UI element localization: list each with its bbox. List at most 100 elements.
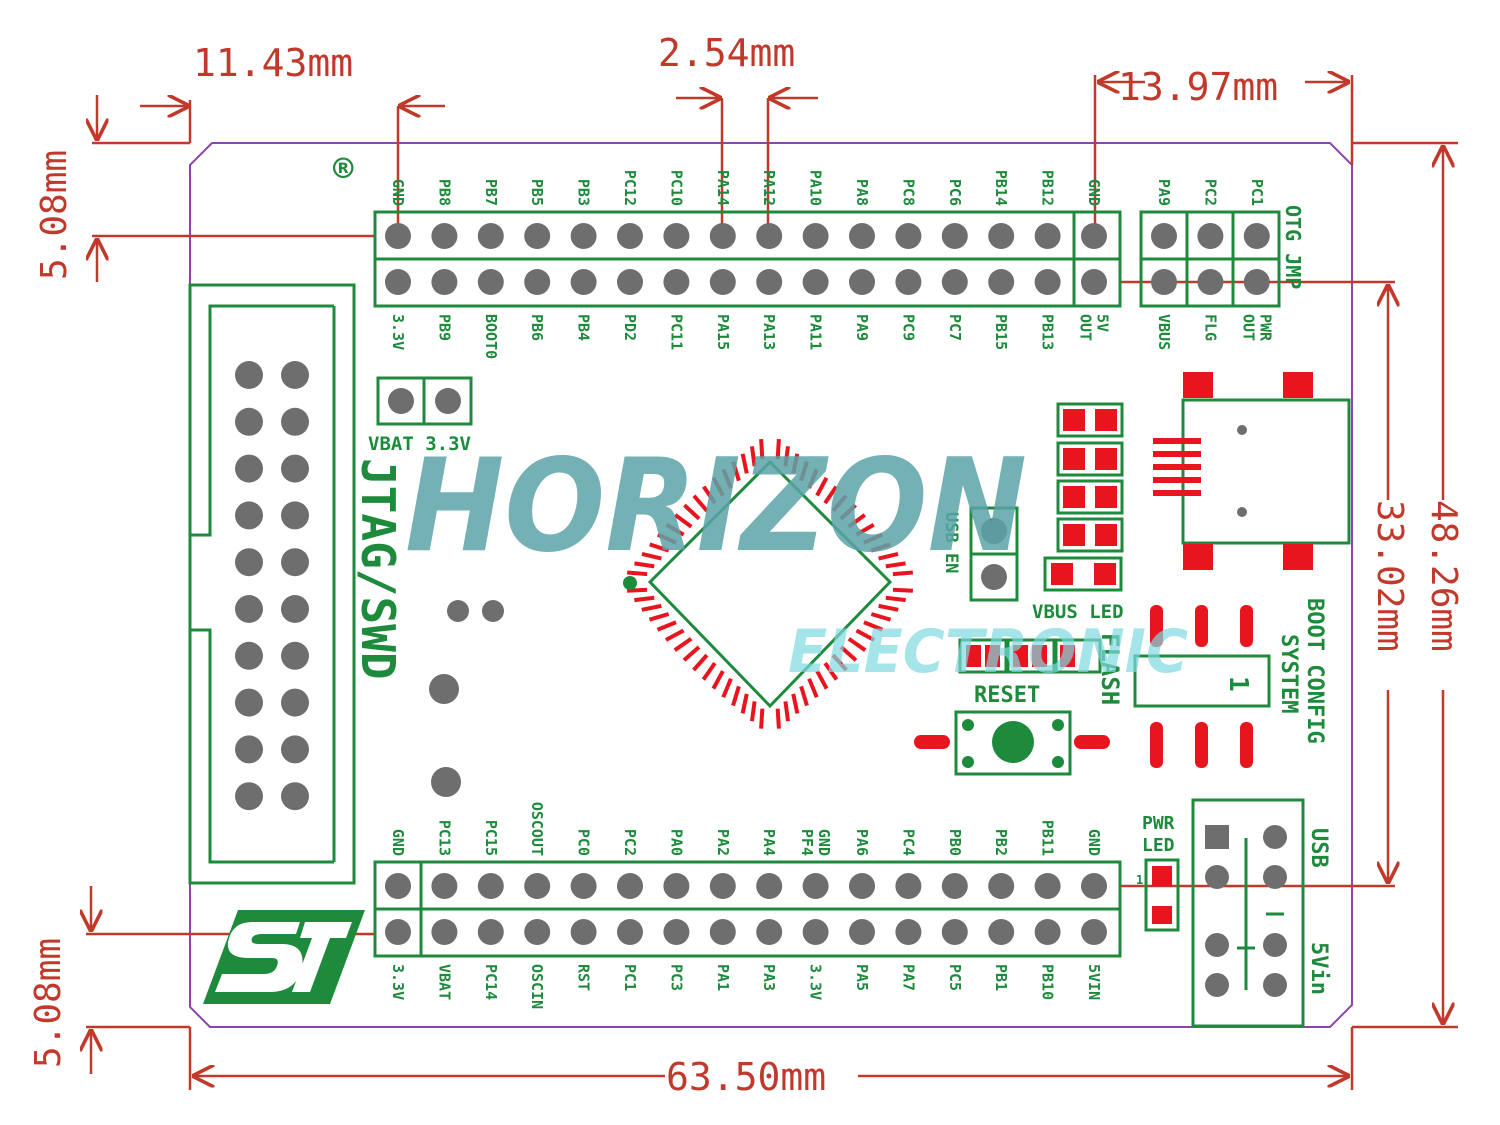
smd-pad — [1063, 448, 1085, 470]
pin-label: OUT — [1239, 314, 1257, 341]
mcu-lead — [692, 653, 709, 672]
header-pad — [802, 873, 829, 899]
pin-label: PA1 — [714, 964, 732, 991]
pin-label: PB15 — [992, 314, 1010, 350]
jtag-pad — [235, 782, 263, 811]
header-pad — [1034, 919, 1061, 945]
pin-label: PA3 — [760, 964, 778, 991]
mcu-lead — [641, 603, 662, 612]
mcu-lead — [648, 612, 670, 622]
pin-label: 3.3V — [389, 964, 407, 1000]
header-pad — [524, 223, 551, 249]
jtag-pad — [281, 548, 309, 577]
header-pad — [524, 873, 551, 899]
mcu-lead — [870, 612, 892, 622]
reset-button[interactable] — [914, 710, 1110, 776]
pin-label: PC5 — [946, 964, 964, 991]
jtag-pad — [235, 407, 263, 436]
jtag-pad — [281, 595, 309, 623]
otg-pad — [1197, 269, 1224, 295]
usb-label: USB — [1306, 828, 1331, 868]
mcu-lead — [885, 561, 906, 569]
header-pad — [895, 223, 922, 249]
header-pad — [663, 919, 690, 945]
header-pad — [1034, 223, 1061, 249]
jtag-pad — [281, 688, 309, 717]
smd-resistors — [1043, 402, 1124, 592]
header-pad — [663, 873, 690, 899]
header-pad — [477, 919, 504, 945]
pin-label: PC4 — [899, 829, 917, 856]
pin-label: PC9 — [899, 314, 917, 341]
header-pad — [988, 873, 1015, 899]
pin-label: PB13 — [1039, 314, 1057, 350]
boot-config-switch[interactable] — [1133, 605, 1271, 768]
otg-pad — [1151, 223, 1177, 249]
mcu-lead — [839, 645, 858, 662]
pin-label: PC10 — [667, 170, 685, 206]
header-pad — [895, 269, 922, 295]
jtag-pad — [281, 361, 309, 389]
pin-label: 5VIN — [1085, 964, 1103, 1000]
pin-label: PB12 — [1039, 170, 1057, 206]
header-pad — [1034, 269, 1061, 295]
header-pad — [385, 873, 411, 899]
header-pad — [570, 873, 597, 899]
header-pad — [756, 223, 783, 249]
header-pad — [1081, 269, 1107, 295]
pin-label: PC2 — [621, 829, 639, 856]
dim-board-width: 63.50mm — [666, 1055, 826, 1099]
header-pad — [570, 223, 597, 249]
pin-label: PA6 — [853, 829, 871, 856]
pin-label: PC2 — [1201, 179, 1219, 206]
mcu-lead — [750, 446, 757, 467]
pin-label: PB6 — [528, 314, 546, 341]
top-header — [373, 210, 1122, 308]
header-pad — [431, 873, 458, 899]
pin-label: OUT — [1077, 314, 1095, 341]
pin-label: PB2 — [992, 829, 1010, 856]
pin-label: PF4 — [798, 829, 816, 856]
header-pad — [477, 269, 504, 295]
pin-label: PA2 — [714, 829, 732, 856]
mcu-lead — [823, 485, 838, 505]
header-pad — [431, 223, 458, 249]
pin-label: PB7 — [482, 179, 500, 206]
pin-label: PA13 — [760, 314, 778, 350]
mcu-lead — [878, 603, 899, 612]
smd-pad — [1094, 563, 1116, 585]
pin-label: PA4 — [760, 829, 778, 856]
pin-label: RST — [575, 964, 593, 991]
smd-pad — [1095, 409, 1117, 431]
pin-label: PC1 — [621, 964, 639, 991]
vbat-label: VBAT 3.3V — [368, 433, 471, 455]
mcu-lead — [673, 637, 693, 652]
pin-label: PB1 — [992, 964, 1010, 991]
pin-label: PB9 — [435, 314, 453, 341]
header-pad — [617, 873, 643, 899]
jtag-pad — [235, 548, 263, 577]
header-pad — [570, 269, 597, 295]
jtag-pad — [235, 735, 263, 764]
mcu-lead — [665, 523, 685, 537]
header-pad — [385, 919, 411, 945]
otg-jmp-label: OTG JMP — [1281, 205, 1305, 289]
mcu-lead — [626, 587, 648, 593]
header-pad — [617, 269, 643, 295]
header-pad — [988, 223, 1015, 249]
pin-label: VBUS — [1155, 314, 1173, 350]
smd-pad — [1051, 563, 1073, 585]
pin-label: GND — [1085, 829, 1103, 856]
mcu-lead — [823, 662, 839, 681]
header-pad — [756, 873, 783, 899]
header-pad — [895, 873, 922, 899]
pin-label: OSCOUT — [528, 802, 546, 856]
smd-pad — [1063, 409, 1085, 431]
pin-label: PC12 — [621, 170, 639, 206]
jtag-pad — [235, 361, 263, 389]
header-pad — [895, 919, 922, 945]
dim-top-edge: 5.08mm — [34, 150, 75, 280]
mcu-lead — [892, 570, 914, 577]
pin-label: PC6 — [946, 179, 964, 206]
